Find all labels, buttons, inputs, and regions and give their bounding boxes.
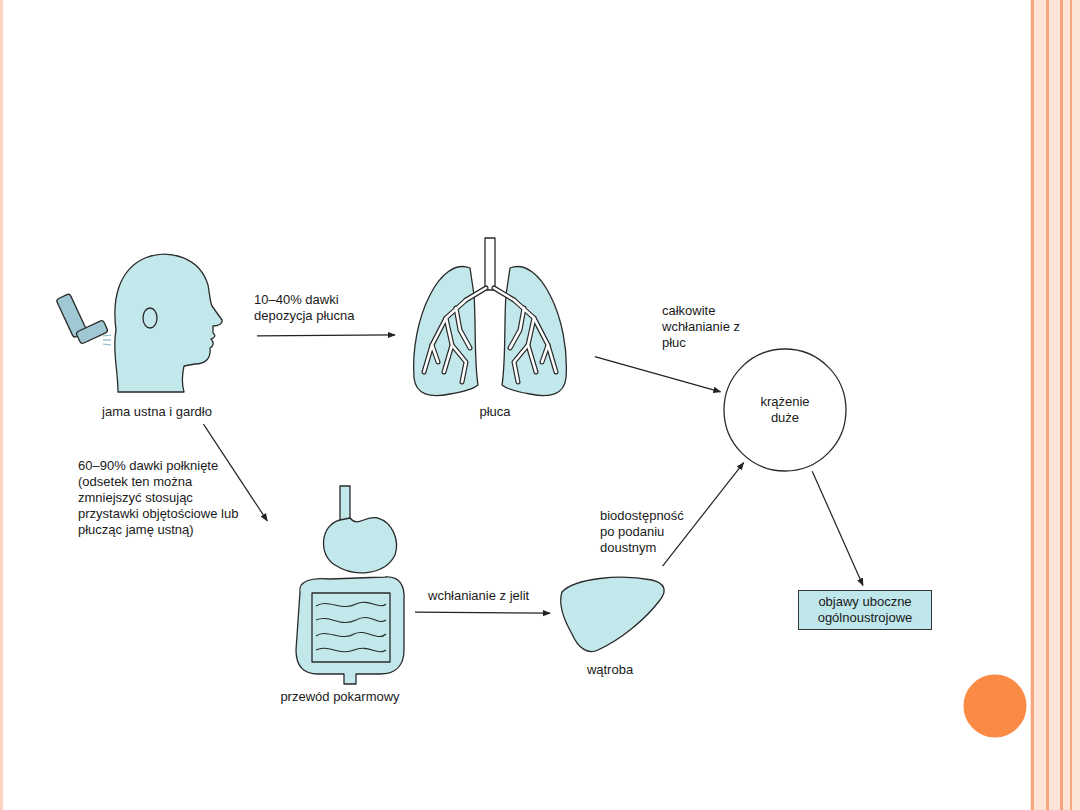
lungs-illustration-part	[414, 267, 478, 396]
slide-dot	[962, 673, 1028, 739]
slide-frame-part	[1046, 0, 1049, 810]
digestive-tract-illustration-part	[316, 602, 386, 651]
head-illustration-part	[115, 254, 223, 392]
organ-node: przewód pokarmowy	[270, 480, 410, 705]
edge-label: biodostępność po podaniu doustnym	[600, 508, 684, 555]
digestive-tract-illustration-part-part	[316, 632, 386, 636]
slide-frame-part	[1030, 0, 1080, 810]
head-illustration-part-part	[103, 344, 111, 345]
flow-arrow	[595, 357, 721, 392]
head-illustration-part-part	[76, 320, 109, 344]
lungs-illustration-part	[485, 238, 495, 290]
digestive-tract-illustration-part	[324, 518, 397, 573]
circulation-circle: krążenie duże	[723, 348, 847, 472]
lungs-illustration-part	[424, 288, 556, 382]
slide-frame-part	[0, 0, 3, 810]
digestive-tract-illustration	[296, 486, 404, 684]
slide-frame-part	[1070, 0, 1072, 810]
digestive-tract-illustration-part-part	[316, 602, 386, 606]
digestive-tract-illustration-part-part	[316, 648, 386, 651]
digestive-tract-illustration-part	[312, 593, 390, 662]
digestive-tract-illustration-part	[296, 577, 404, 684]
node-label: przewód pokarmowy	[280, 689, 399, 705]
digestive-tract-illustration-part-part	[316, 617, 386, 622]
head-illustration	[56, 254, 222, 392]
head-illustration-part	[143, 308, 157, 328]
lungs-illustration-part	[502, 267, 566, 396]
organ-node: płuca	[400, 235, 590, 420]
edge-label: 60–90% dawki połknięte (odsetek ten możn…	[78, 458, 238, 537]
node-label: płuca	[479, 404, 510, 420]
head-illustration-part-part	[103, 339, 111, 340]
edge-label-box: wchłanianie z jelit	[428, 588, 552, 604]
edge-label-box: 10–40% dawki depozycja płucna	[254, 292, 366, 324]
node-label: jama ustna i gardło	[102, 404, 212, 420]
circle-shape	[724, 349, 846, 471]
node-label: krążenie duże	[745, 394, 825, 426]
lungs-illustration-part	[424, 288, 556, 382]
flow-arrow	[415, 612, 550, 613]
effect-box: objawy uboczne ogólnoustrojowe	[798, 590, 932, 630]
slide-frame-part	[1060, 0, 1063, 810]
node-label: objawy uboczne ogólnoustrojowe	[805, 594, 925, 626]
digestive-tract-illustration-part	[340, 486, 350, 522]
edge-label-box: całkowite wchłanianie z płuc	[662, 303, 748, 351]
organ-node: jama ustna i gardło	[62, 245, 252, 420]
slide-frame-part	[1031, 0, 1034, 810]
edge-label: wchłanianie z jelit	[428, 588, 529, 603]
node-label: wątroba	[587, 662, 633, 678]
organ-node: wątroba	[555, 570, 665, 678]
flow-arrow	[257, 335, 395, 336]
liver-illustration-part	[561, 577, 664, 651]
liver-illustration	[561, 577, 664, 651]
head-illustration-part	[56, 285, 108, 346]
lungs-illustration	[414, 238, 567, 396]
edge-label: 10–40% dawki depozycja płucna	[254, 292, 354, 323]
head-illustration-part-part	[103, 335, 111, 336]
edge-label-box: 60–90% dawki połknięte (odsetek ten możn…	[78, 458, 240, 538]
flow-arrow	[812, 471, 863, 585]
head-illustration-part	[103, 335, 111, 345]
edge-label: całkowite wchłanianie z płuc	[662, 303, 740, 350]
edge-label-box: biodostępność po podaniu doustnym	[600, 508, 688, 556]
